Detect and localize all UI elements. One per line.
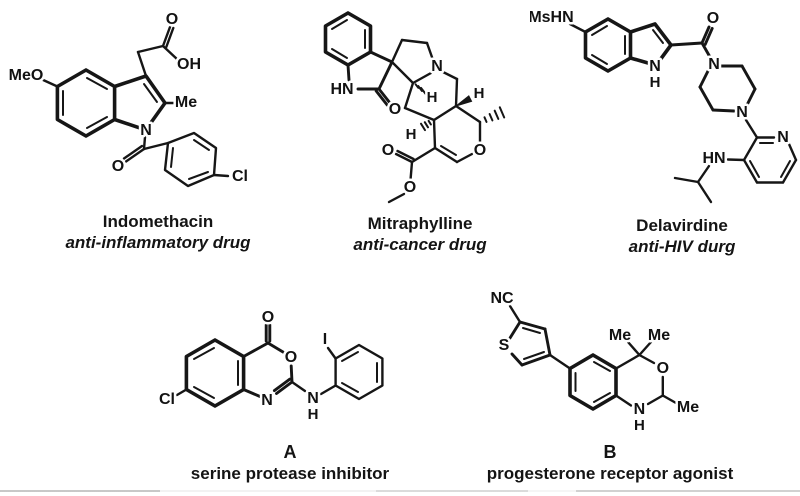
- caption-indomethacin: Indomethacin anti-inflammatory drug: [8, 211, 308, 253]
- mesylamino-bond: [568, 22, 587, 34]
- chlorophenyl-double-bonds: [170, 139, 210, 180]
- nitrile-and-biaryl-bonds: [508, 304, 572, 370]
- atom-label-nc: NC: [490, 290, 514, 307]
- atom-label-me: Me: [175, 94, 197, 111]
- molecule-description: anti-HIV durg: [628, 237, 736, 256]
- atom-label-n: N: [140, 122, 152, 139]
- atom-label-hn: HN: [702, 150, 725, 167]
- scan-artifact-line: [0, 490, 800, 492]
- atom-label-ester-keto-o: O: [382, 142, 394, 159]
- molecule-letter: B: [603, 442, 617, 462]
- benzo-ring: [184, 338, 246, 408]
- molecule-letter: A: [283, 442, 297, 462]
- atom-label-oh: OH: [177, 56, 201, 73]
- atom-label-cl: Cl: [159, 391, 175, 408]
- atom-label-i: I: [323, 331, 327, 348]
- molecule-description: anti-cancer drug: [353, 235, 487, 254]
- molecule-name: Indomethacin: [102, 212, 214, 231]
- substituent-bonds: [175, 346, 337, 397]
- atom-label-me-gem2: Me: [648, 327, 670, 344]
- substituent-bonds: [39, 25, 230, 178]
- caption-delavirdine: Delavirdine anti-HIV durg: [532, 215, 800, 257]
- indole-double-bonds: [591, 25, 664, 65]
- atom-label-me-c2: Me: [677, 399, 699, 416]
- molecule-name: Mitraphylline: [367, 214, 473, 233]
- atom-label-ring-o: O: [657, 360, 669, 377]
- indomethacin-structure: MeO O OH Me N O Cl: [8, 9, 251, 188]
- atom-label-hn: HN: [330, 81, 353, 98]
- pyran-ring: [432, 104, 482, 164]
- benzo-ring: [568, 353, 618, 411]
- benzo-double-bonds: [193, 347, 239, 399]
- benzo-double-bonds: [574, 361, 611, 403]
- atom-label-mshn: MsHN: [530, 9, 574, 26]
- h-c3-hashed-wedge: [414, 83, 427, 95]
- atom-label-acid-o: O: [166, 11, 178, 28]
- atom-label-amide-o: O: [389, 101, 401, 118]
- delavirdine-structure: MsHN N H O N N N HN: [530, 7, 798, 204]
- h-c20-bold-wedge: [455, 95, 473, 107]
- piperidine-ring: [403, 69, 459, 122]
- h-c15-hashed-wedge: [420, 119, 432, 132]
- molecule-description: anti-inflammatory drug: [65, 233, 251, 252]
- caption-compound-b: B progesterone receptor agonist: [460, 441, 760, 484]
- atom-label-amine-h: H: [308, 406, 319, 423]
- atom-label-h-c3: H: [427, 89, 438, 106]
- atom-label-ester-o: O: [404, 179, 416, 196]
- atom-label-ring-n: N: [261, 392, 273, 409]
- caption-mitraphylline: Mitraphylline anti-cancer drug: [270, 213, 570, 255]
- atom-label-n: N: [431, 58, 443, 75]
- atom-label-n: N: [634, 401, 646, 418]
- pyridine-ring: [742, 118, 798, 184]
- atom-label-ring-o: O: [285, 349, 297, 366]
- methyl-hashed-wedge: [483, 106, 506, 123]
- atom-label-amide-o: O: [707, 10, 719, 27]
- mitraphylline-structure: HN O N H H H O O O: [323, 11, 506, 204]
- atom-label-indole-n: N: [649, 58, 661, 75]
- oxindole-lactam-ring: [346, 50, 394, 107]
- ester-group: [387, 146, 437, 204]
- piperazine-ring: [698, 64, 757, 113]
- atom-label-pyran-o: O: [474, 142, 486, 159]
- indole-double-bonds: [62, 77, 158, 129]
- caption-compound-a: A serine protease inhibitor: [140, 441, 440, 484]
- atom-label-keto-o: O: [112, 158, 124, 175]
- isopropylamino-group: [673, 158, 746, 204]
- pyrrolidine-ring: [390, 38, 435, 85]
- atom-label-keto-o: O: [262, 309, 274, 326]
- atom-label-me-gem1: Me: [609, 327, 631, 344]
- oxindole-double-bonds: [331, 19, 366, 59]
- iodophenyl-double-bonds: [341, 351, 378, 393]
- thiophene-ring: [508, 320, 552, 367]
- oxazine-ring: [614, 353, 665, 407]
- atom-label-pyridine-n: N: [777, 129, 789, 146]
- iodophenyl-ring: [334, 343, 384, 401]
- atom-label-amine-n: N: [307, 390, 319, 407]
- atom-label-h: H: [634, 417, 645, 434]
- methyl-bonds: [626, 340, 678, 405]
- molecule-description: serine protease inhibitor: [190, 464, 390, 483]
- oxindole-benzene-ring: [323, 11, 373, 67]
- thiophene-double-bonds: [522, 327, 545, 360]
- atom-label-indole-h: H: [650, 74, 661, 91]
- atom-label-h-c20: H: [474, 85, 485, 102]
- atom-label-piperazine-n-bottom: N: [736, 104, 748, 121]
- enol-ether-double-bond: [440, 145, 457, 156]
- atom-label-piperazine-n-top: N: [708, 56, 720, 73]
- atom-label-h-c15: H: [406, 126, 417, 143]
- molecule-name: Delavirdine: [636, 216, 728, 235]
- compound-b-structure: NC S Me Me O Me N H: [488, 288, 702, 437]
- atom-label-s: S: [499, 337, 510, 354]
- atom-label-meo: MeO: [9, 67, 44, 84]
- oxazinone-ring: [242, 323, 294, 398]
- compound-a-structure: O O N Cl N H I: [157, 307, 384, 425]
- molecule-description: progesterone receptor agonist: [486, 464, 734, 483]
- chlorophenyl-ring: [163, 131, 218, 188]
- amide-group: [669, 25, 714, 59]
- pyridine-double-bonds: [749, 142, 791, 178]
- atom-label-cl: Cl: [232, 168, 248, 185]
